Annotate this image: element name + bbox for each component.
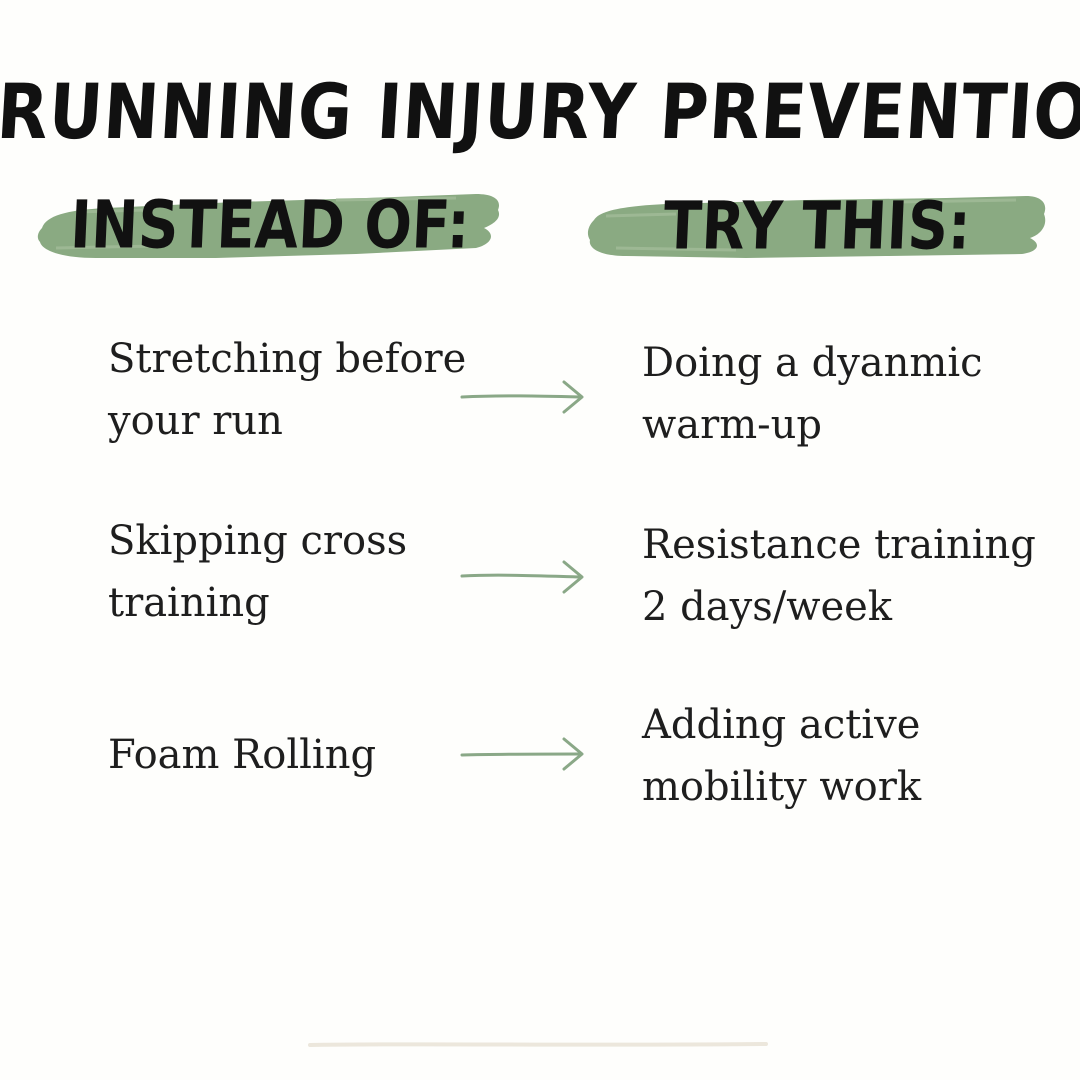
try-item-1: Doing a dyanmic warm-up (642, 332, 983, 456)
instead-item-2-line-2: training (108, 580, 270, 626)
try-item-2: Resistance training 2 days/week (642, 514, 1036, 638)
try-header-label: TRY THIS: (661, 187, 973, 265)
instead-item-2: Skipping cross training (108, 510, 407, 634)
instead-item-1-line-2: your run (108, 398, 283, 444)
instead-item-3: Foam Rolling (108, 724, 376, 786)
try-item-2-line-1: Resistance training (642, 522, 1036, 568)
try-item-1-line-2: warm-up (642, 402, 823, 448)
page-title: RUNNING INJURY PREVENTION (0, 68, 1080, 157)
try-item-1-line-1: Doing a dyanmic (642, 340, 983, 386)
try-item-3-line-1: Adding active (642, 702, 921, 748)
brush-shape (587, 196, 1046, 258)
try-item-2-line-2: 2 days/week (642, 584, 893, 630)
try-header: TRY THIS: (586, 188, 1048, 264)
instead-item-1-line-1: Stretching before (108, 336, 467, 382)
arrow-right-icon (460, 737, 584, 771)
arrow-right-icon (460, 380, 584, 414)
try-item-3-line-2: mobility work (642, 764, 922, 810)
bottom-divider (308, 1042, 768, 1047)
brush-stroke-left (37, 194, 500, 258)
instead-header-label: INSTEAD OF: (68, 186, 472, 264)
instead-item-2-line-1: Skipping cross (108, 518, 408, 564)
brush-shape (37, 194, 500, 258)
try-item-3: Adding active mobility work (642, 694, 921, 818)
instead-header: INSTEAD OF: (36, 187, 504, 263)
arrow-right-icon (460, 560, 584, 594)
instead-item-3-line-1: Foam Rolling (108, 732, 377, 778)
instead-item-1: Stretching before your run (108, 328, 466, 452)
brush-stroke-right (587, 196, 1046, 258)
